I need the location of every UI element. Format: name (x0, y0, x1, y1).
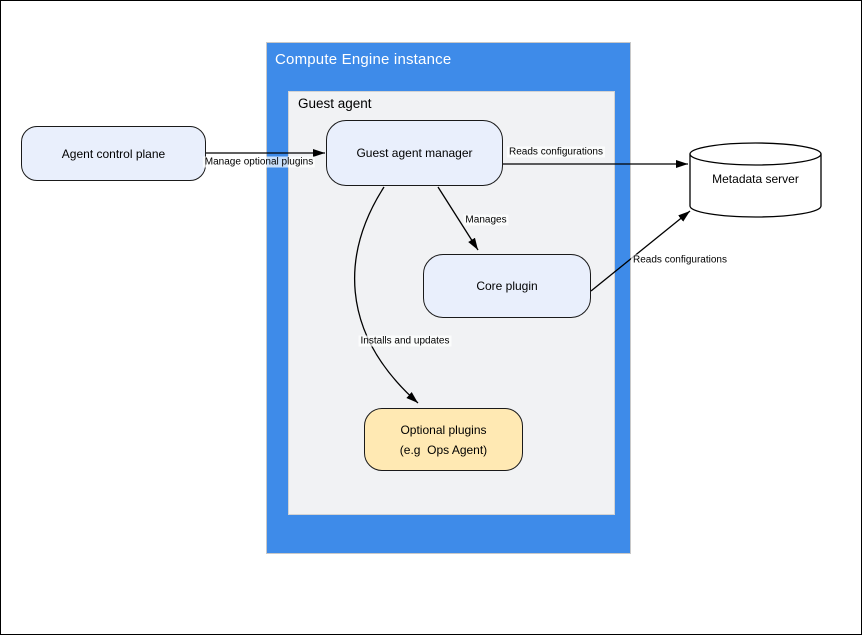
edge-label-reads-configurations-core: Reads configurations (631, 254, 729, 266)
edge-label-reads-configurations-manager: Reads configurations (507, 146, 605, 158)
guest-agent-title: Guest agent (298, 96, 372, 111)
agent-control-plane-label: Agent control plane (61, 146, 166, 161)
node-agent-control-plane: Agent control plane (21, 126, 206, 181)
metadata-server-cylinder-shape (689, 142, 822, 218)
edge-label-manages: Manages (463, 214, 509, 226)
node-guest-agent-manager: Guest agent manager (326, 120, 503, 186)
compute-engine-instance-title: Compute Engine instance (275, 51, 452, 68)
node-optional-plugins: Optional plugins (e.g Ops Agent) (364, 408, 523, 471)
edge-label-installs-and-updates: Installs and updates (358, 335, 452, 347)
core-plugin-label: Core plugin (476, 279, 538, 293)
optional-plugins-label-line1: Optional plugins (400, 422, 487, 437)
node-core-plugin: Core plugin (423, 254, 591, 318)
metadata-server-label: Metadata server (712, 172, 799, 186)
guest-agent-manager-label: Guest agent manager (356, 146, 473, 160)
optional-plugins-label-line2: (e.g Ops Agent) (399, 442, 488, 457)
edge-label-manage-optional-plugins: Manage optional plugins (202, 156, 316, 168)
